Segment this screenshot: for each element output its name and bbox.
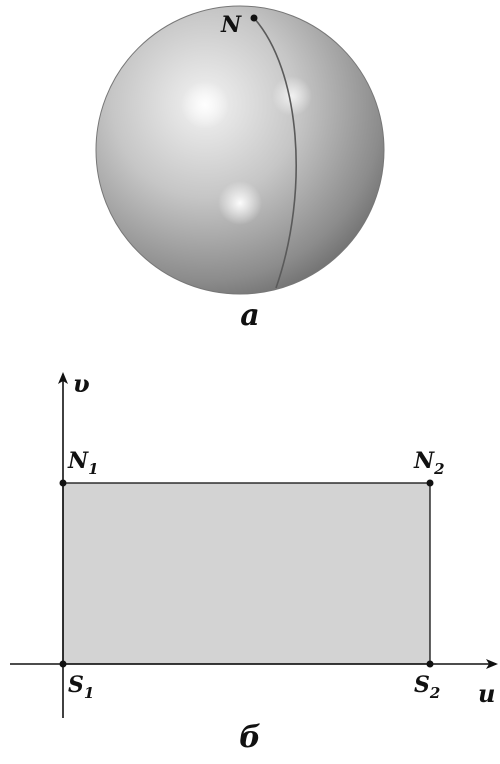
- meridian-curve: [253, 17, 297, 289]
- point-s1: [59, 660, 67, 668]
- label-s1: S1: [68, 672, 94, 702]
- parameter-rectangle: [62, 482, 431, 665]
- point-n1: [59, 479, 67, 487]
- label-s2: S2: [414, 672, 440, 702]
- caption-b: б: [239, 720, 261, 755]
- parameter-plane-figure: υ u N1 N2 S1 S2: [0, 350, 500, 760]
- label-n1: N1: [67, 448, 99, 478]
- point-s2: [426, 660, 434, 668]
- north-pole-label: N: [220, 12, 242, 38]
- north-pole-point: [250, 14, 258, 22]
- sphere-svg: N: [95, 5, 385, 295]
- sphere-highlight: [218, 181, 262, 225]
- axis-v-label: υ: [73, 369, 90, 398]
- label-n2: N2: [413, 448, 445, 478]
- sphere-figure: N: [0, 0, 500, 330]
- sphere: [95, 5, 385, 295]
- sphere-highlight: [272, 76, 312, 116]
- parameter-plane-svg: υ u N1 N2 S1 S2: [10, 369, 498, 718]
- axis-u-label: u: [478, 679, 495, 708]
- point-n2: [426, 479, 434, 487]
- sphere-highlight: [181, 81, 229, 129]
- caption-a: а: [240, 298, 260, 333]
